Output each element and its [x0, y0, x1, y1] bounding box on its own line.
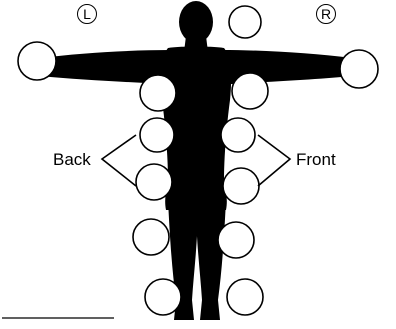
circle-left-thigh[interactable]	[132, 218, 170, 256]
back-bracket	[100, 134, 137, 187]
circle-right-hand[interactable]	[339, 49, 379, 89]
circle-left-abdomen[interactable]	[135, 163, 173, 201]
silhouette-head	[179, 1, 213, 43]
placement-circles	[17, 5, 379, 316]
silhouette-right-leg	[196, 200, 226, 320]
circle-left-hand[interactable]	[17, 41, 57, 81]
circle-right-shoulder[interactable]	[231, 72, 269, 110]
right-side-marker: R	[316, 4, 336, 24]
circle-right-abdomen[interactable]	[222, 167, 260, 205]
label-brackets	[100, 134, 292, 187]
circle-left-shoulder[interactable]	[139, 74, 177, 112]
right-side-marker-label: R	[320, 6, 332, 22]
silhouette-torso	[160, 46, 232, 210]
front-label: Front	[296, 150, 336, 169]
circle-right-thigh[interactable]	[217, 221, 255, 259]
circle-right-foot[interactable]	[226, 278, 264, 316]
left-side-marker-label: L	[83, 6, 91, 22]
human-silhouette	[40, 1, 352, 320]
circle-left-foot[interactable]	[144, 278, 182, 316]
circle-right-chest[interactable]	[220, 117, 256, 153]
circle-top-center[interactable]	[228, 5, 262, 39]
front-bracket	[257, 134, 292, 187]
back-label: Back	[53, 150, 91, 169]
circle-left-chest[interactable]	[139, 117, 175, 153]
left-side-marker: L	[77, 4, 97, 24]
